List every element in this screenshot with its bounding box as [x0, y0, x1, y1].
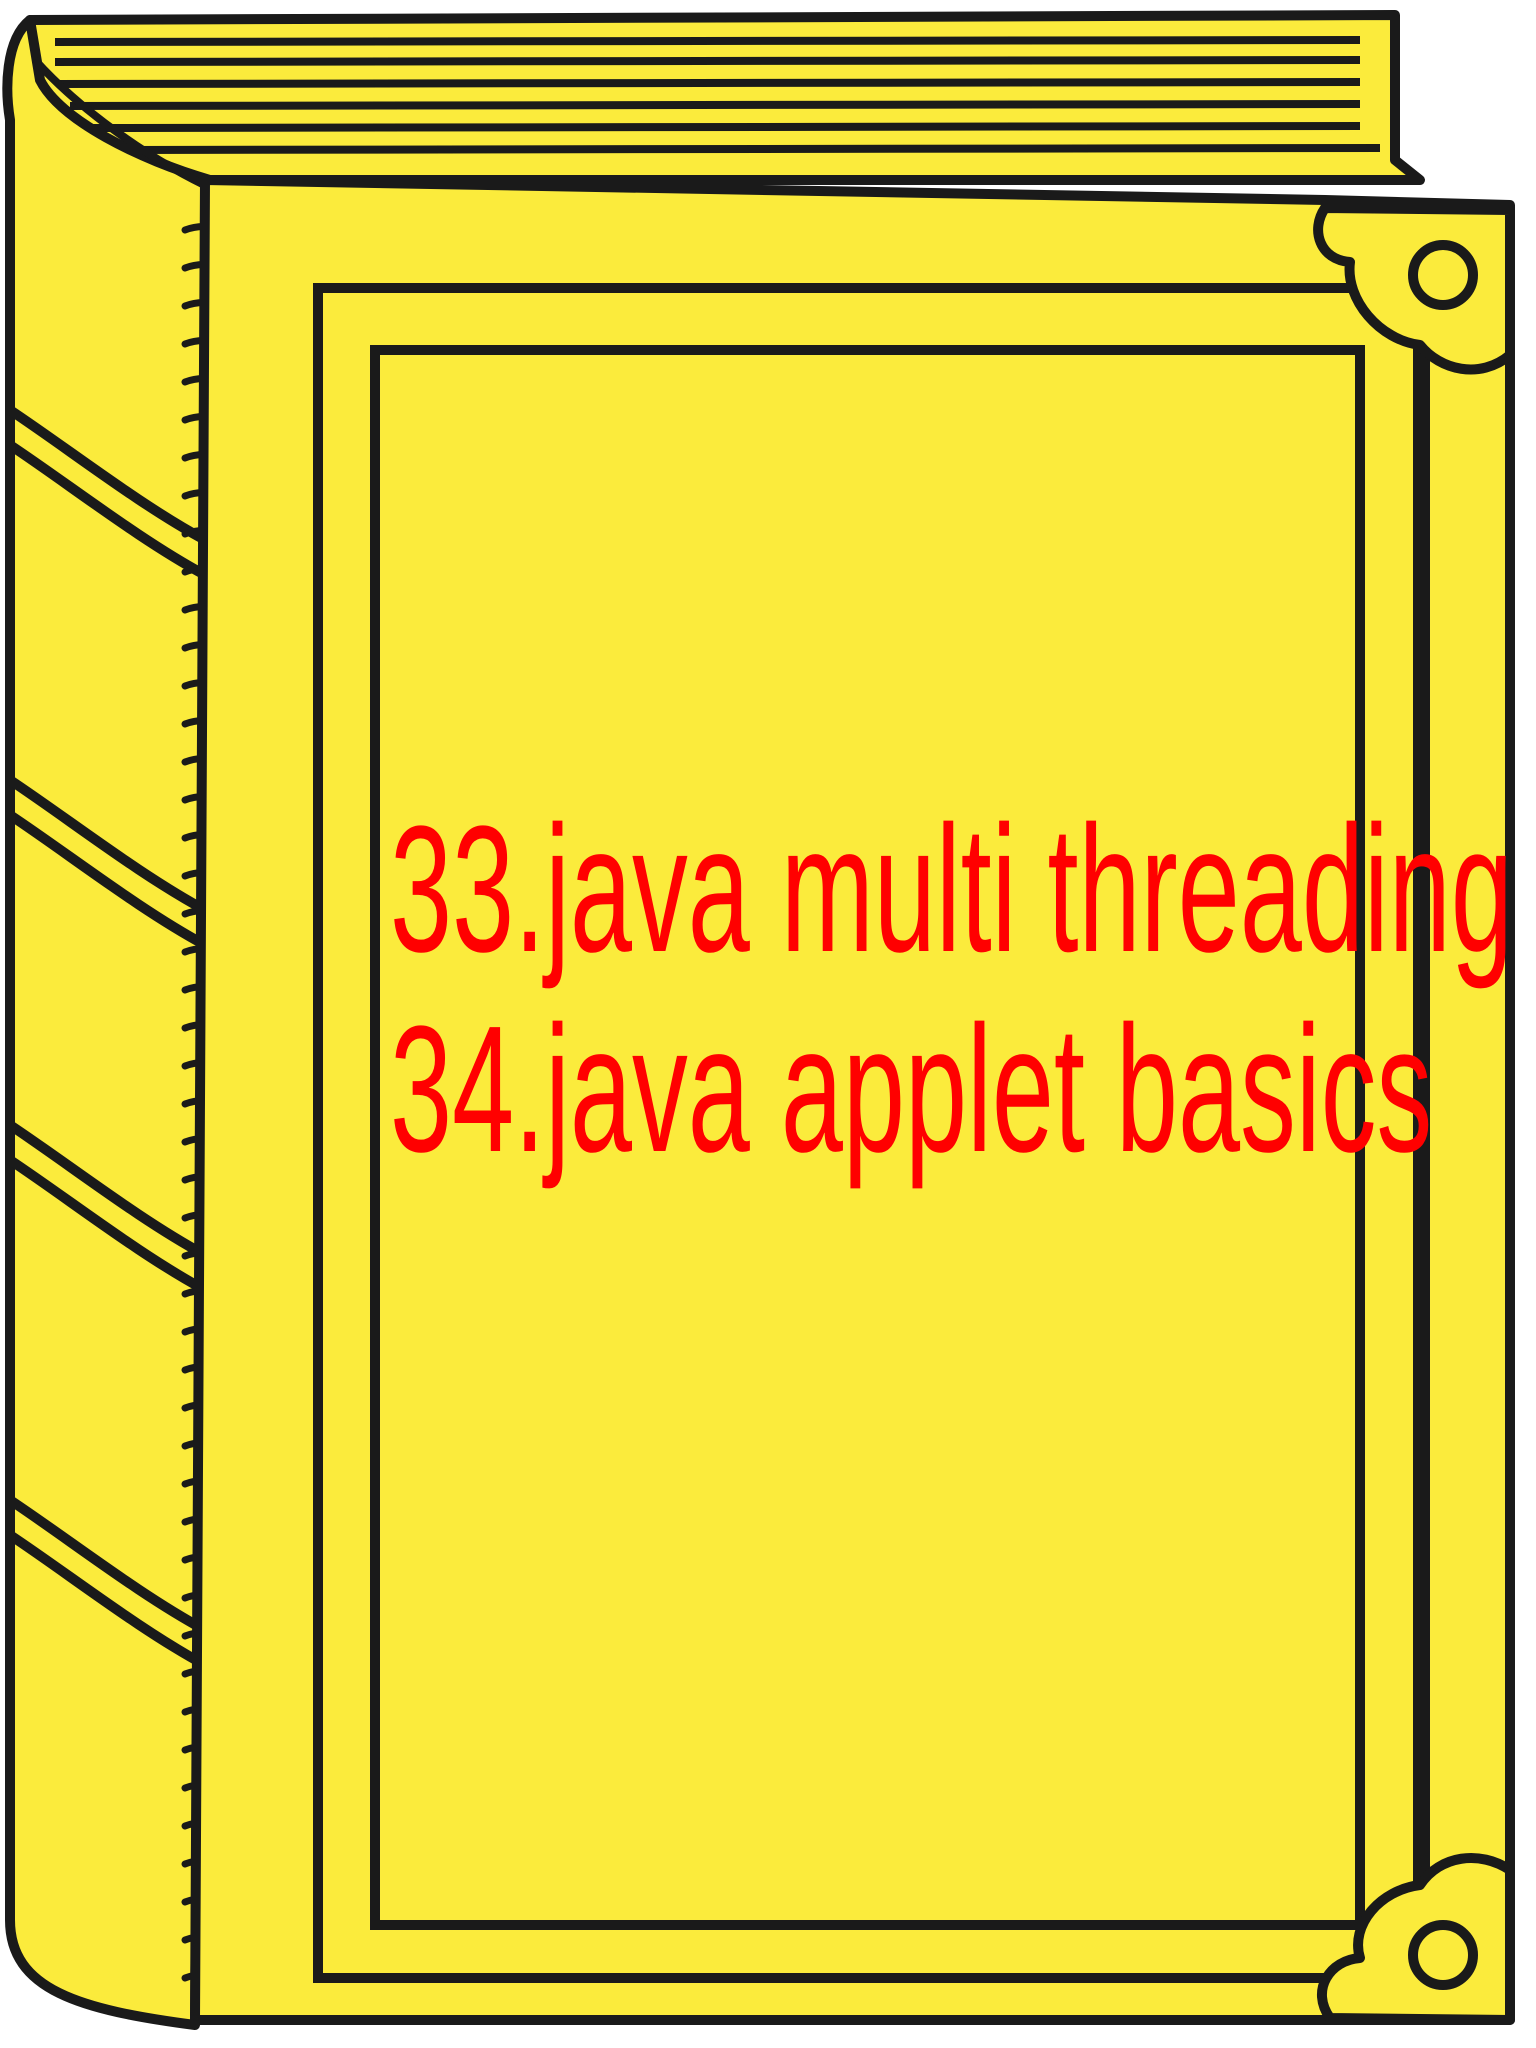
front-cover [190, 175, 1515, 2025]
corner-ornament-bottom [1316, 1853, 1515, 2025]
spine-bands [5, 405, 210, 1670]
cover-title: 33.java multi threading 34.java applet b… [390, 789, 1513, 1190]
cover-title-line-1: 33.java multi threading [390, 789, 1513, 990]
spine-curve [32, 57, 217, 194]
cover-title-line-2: 34.java applet basics [390, 989, 1433, 1190]
cover-outer-frame [313, 283, 1423, 1983]
corner-ornament-top [1313, 203, 1515, 375]
page-lines [54, 36, 1381, 154]
cover-inner-frame [370, 345, 1365, 1930]
book-spine [2, 15, 215, 2030]
